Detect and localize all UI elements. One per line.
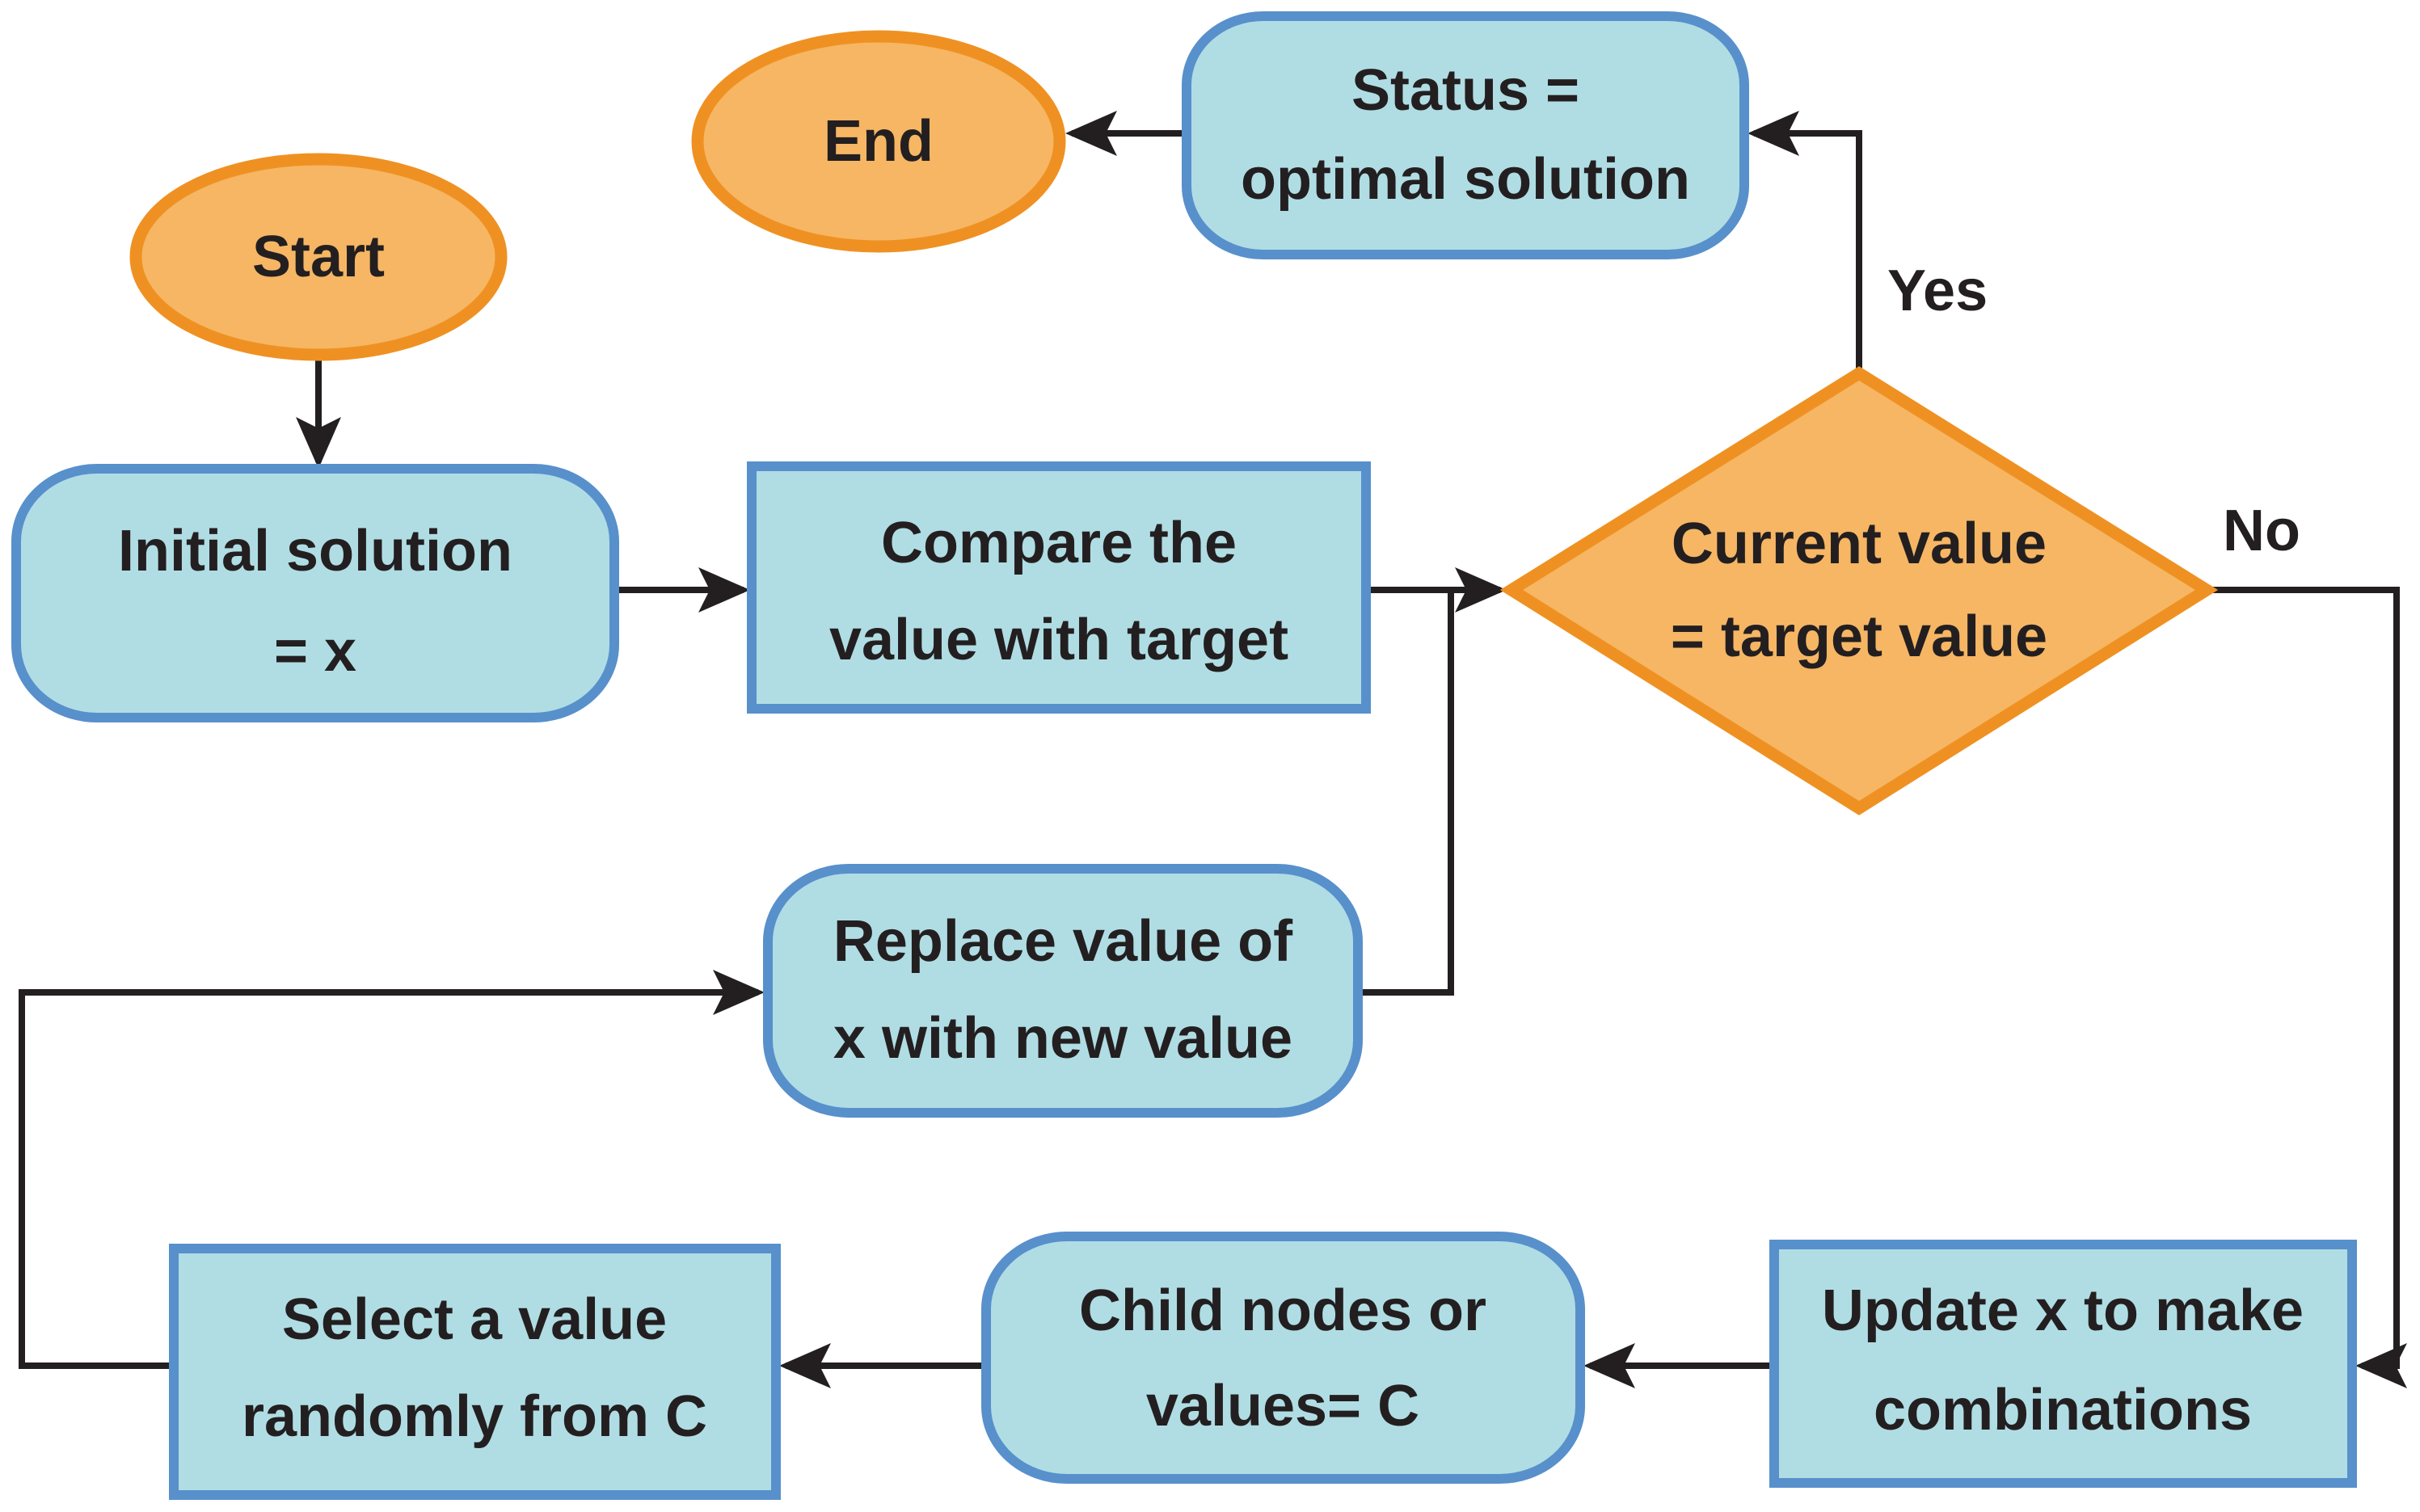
- start-terminator-shape: [129, 153, 508, 361]
- compare-label-line2: value with target: [829, 608, 1288, 672]
- decision-label-line2: = target value: [1671, 604, 2047, 669]
- update-label-line1: Update x to make: [1822, 1278, 2304, 1343]
- decision-diamond-shape: [1499, 366, 2219, 815]
- end-label: End: [824, 109, 934, 174]
- node-child: Child nodes or values= C: [981, 1232, 1585, 1484]
- node-initial: Initial solution = x: [11, 464, 619, 722]
- select-process-shape: [169, 1244, 781, 1500]
- node-compare: Compare the value with target: [747, 461, 1371, 714]
- child-process-shape: [981, 1232, 1585, 1484]
- connectors: [19, 111, 2407, 1388]
- edge-replace-to-decision-merge: [1358, 590, 1454, 996]
- select-label-line2: randomly from C: [242, 1384, 707, 1449]
- child-label-line2: values= C: [1146, 1374, 1419, 1438]
- replace-label-line2: x with new value: [833, 1006, 1292, 1071]
- node-decision: Current value = target value: [1499, 366, 2219, 815]
- start-label: Start: [252, 225, 385, 289]
- status-label-line1: Status =: [1351, 58, 1579, 123]
- initial-label-line2: = x: [274, 619, 356, 684]
- initial-process-shape: [11, 464, 619, 722]
- node-end: End: [691, 30, 1066, 253]
- edge-decision-yes-to-status: [1748, 111, 1862, 372]
- edge-select-to-replace: [19, 970, 765, 1369]
- status-process-shape: [1182, 11, 1749, 259]
- child-label-line1: Child nodes or: [1079, 1278, 1486, 1343]
- select-label-line1: Select a value: [282, 1287, 667, 1352]
- initial-label-line1: Initial solution: [118, 519, 512, 583]
- compare-process-shape: [747, 461, 1371, 714]
- end-terminator-shape: [691, 30, 1066, 253]
- update-label-line2: combinations: [1874, 1378, 2252, 1443]
- edge-label-no: No: [2223, 499, 2300, 563]
- node-start: Start: [129, 153, 508, 361]
- node-update: Update x to make combinations: [1769, 1240, 2357, 1488]
- update-process-shape: [1769, 1240, 2357, 1488]
- edge-label-yes: Yes: [1887, 259, 1988, 323]
- replace-label-line1: Replace value of: [833, 909, 1293, 974]
- replace-process-shape: [763, 864, 1363, 1118]
- node-select: Select a value randomly from C: [169, 1244, 781, 1500]
- edge-decision-no-to-update: [2208, 587, 2407, 1388]
- status-label-line2: optimal solution: [1241, 147, 1690, 212]
- node-replace: Replace value of x with new value: [763, 864, 1363, 1118]
- decision-label-line1: Current value: [1672, 512, 2047, 576]
- compare-label-line1: Compare the: [881, 511, 1237, 575]
- node-status: Status = optimal solution: [1182, 11, 1749, 259]
